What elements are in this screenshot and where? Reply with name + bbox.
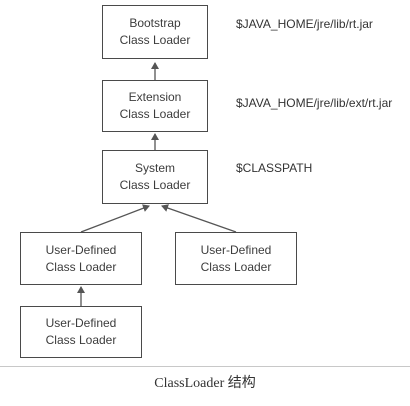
user-defined-class-loader-right-box: User-Defined Class Loader (175, 232, 297, 285)
caption-divider (0, 366, 410, 367)
bootstrap-path-label: $JAVA_HOME/jre/lib/rt.jar (236, 17, 373, 31)
user-defined-class-loader-left-box: User-Defined Class Loader (20, 232, 142, 285)
extension-class-loader-box: Extension Class Loader (102, 80, 208, 132)
user-right-line1: User-Defined (200, 242, 272, 257)
user-bottom-line1: User-Defined (45, 316, 117, 330)
user-right-line2: Class Loader (200, 259, 272, 274)
system-line2: Class Loader (119, 178, 191, 192)
user-bottom-line2: Class Loader (45, 333, 117, 347)
edge-user-left-to-system (80, 204, 150, 233)
system-class-loader-box: System Class Loader (102, 150, 208, 204)
user-left-line2: Class Loader (45, 259, 117, 274)
bootstrap-class-loader-box: Bootstrap Class Loader (102, 5, 208, 59)
edge-user-right-to-system (161, 204, 237, 233)
figure-caption: ClassLoader 结构 (154, 376, 256, 391)
system-path-label: $CLASSPATH (236, 161, 313, 175)
extension-line1: Extension (128, 90, 182, 104)
extension-path-label: $JAVA_HOME/jre/lib/ext/rt.jar (236, 96, 393, 110)
bootstrap-line2: Class Loader (119, 33, 191, 47)
user-defined-class-loader-bottom-box: User-Defined Class Loader (20, 306, 142, 358)
extension-line2: Class Loader (119, 107, 191, 121)
user-left-line1: User-Defined (45, 242, 117, 257)
bootstrap-line1: Bootstrap (129, 16, 181, 30)
system-line1: System (134, 161, 175, 175)
